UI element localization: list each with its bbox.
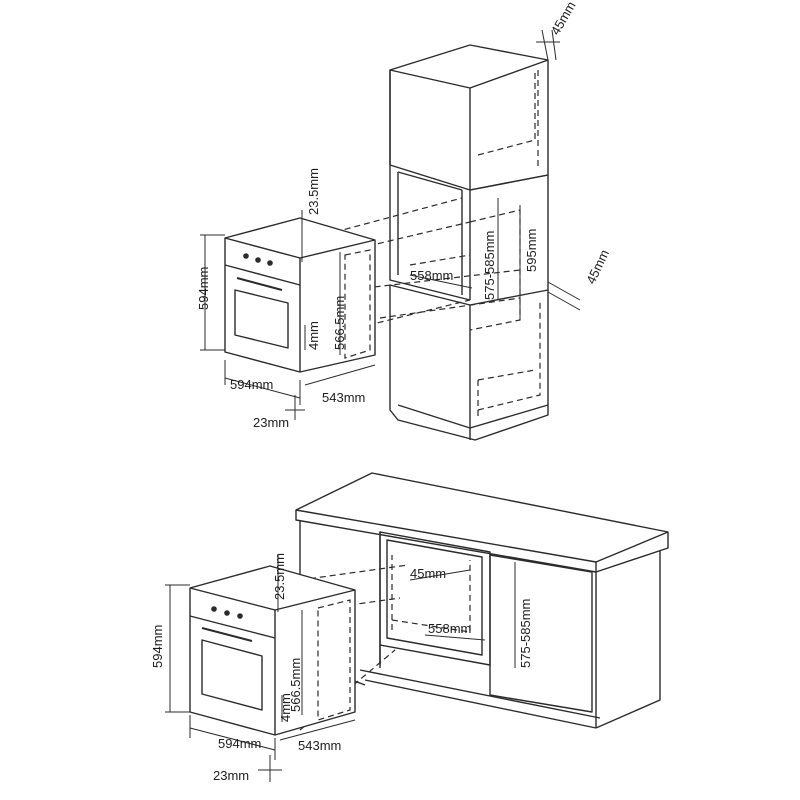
bottom-oven-dimensions: 594mm 23.5mm 566.5mm 4mm 594mm 543mm 23m… [150, 553, 356, 783]
bottom-oven-594-height-label: 594mm [150, 625, 165, 668]
bottom-cabinet-575-label: 575-585mm [518, 599, 533, 668]
bottom-oven-594-width-label: 594mm [218, 736, 261, 751]
bottom-oven-23-5-label: 23.5mm [272, 553, 287, 600]
bottom-oven-23-label: 23mm [213, 768, 249, 783]
top-oven-23-label: 23mm [253, 415, 289, 430]
top-projection-lines [299, 197, 521, 343]
bottom-cabinet-45-label: 45mm [410, 566, 446, 581]
top-oven-594-height-label: 594mm [196, 267, 211, 310]
top-cabinet-558-label: 558mm [410, 268, 453, 283]
bottom-cabinet-dimensions: 45mm 558mm 575-585mm [409, 562, 533, 668]
bottom-oven-566-label: 566.5mm [288, 658, 303, 712]
top-oven-4-label: 4mm [306, 321, 321, 350]
bottom-cabinet-558-label: 558mm [428, 621, 471, 636]
tall-cabinet [389, 44, 549, 441]
top-oven-594-width-label: 594mm [230, 377, 273, 392]
top-oven-23-5-label: 23.5mm [306, 168, 321, 215]
top-oven-543-label: 543mm [322, 390, 365, 405]
top-cabinet-575-label: 575-585mm [482, 231, 497, 300]
top-oven [224, 217, 376, 373]
bottom-oven-543-label: 543mm [298, 738, 341, 753]
bottom-oven-4-label: 4mm [278, 693, 293, 722]
top-tall-45-label: 45mm [548, 0, 579, 38]
top-cabinet-595-label: 595mm [524, 229, 539, 272]
top-side-45-label: 45mm [583, 247, 612, 286]
top-oven-dimensions: 594mm 23.5mm 566.5mm 4mm 594mm 543mm 23m… [196, 168, 376, 430]
top-oven-566-label: 566.5mm [332, 296, 347, 350]
